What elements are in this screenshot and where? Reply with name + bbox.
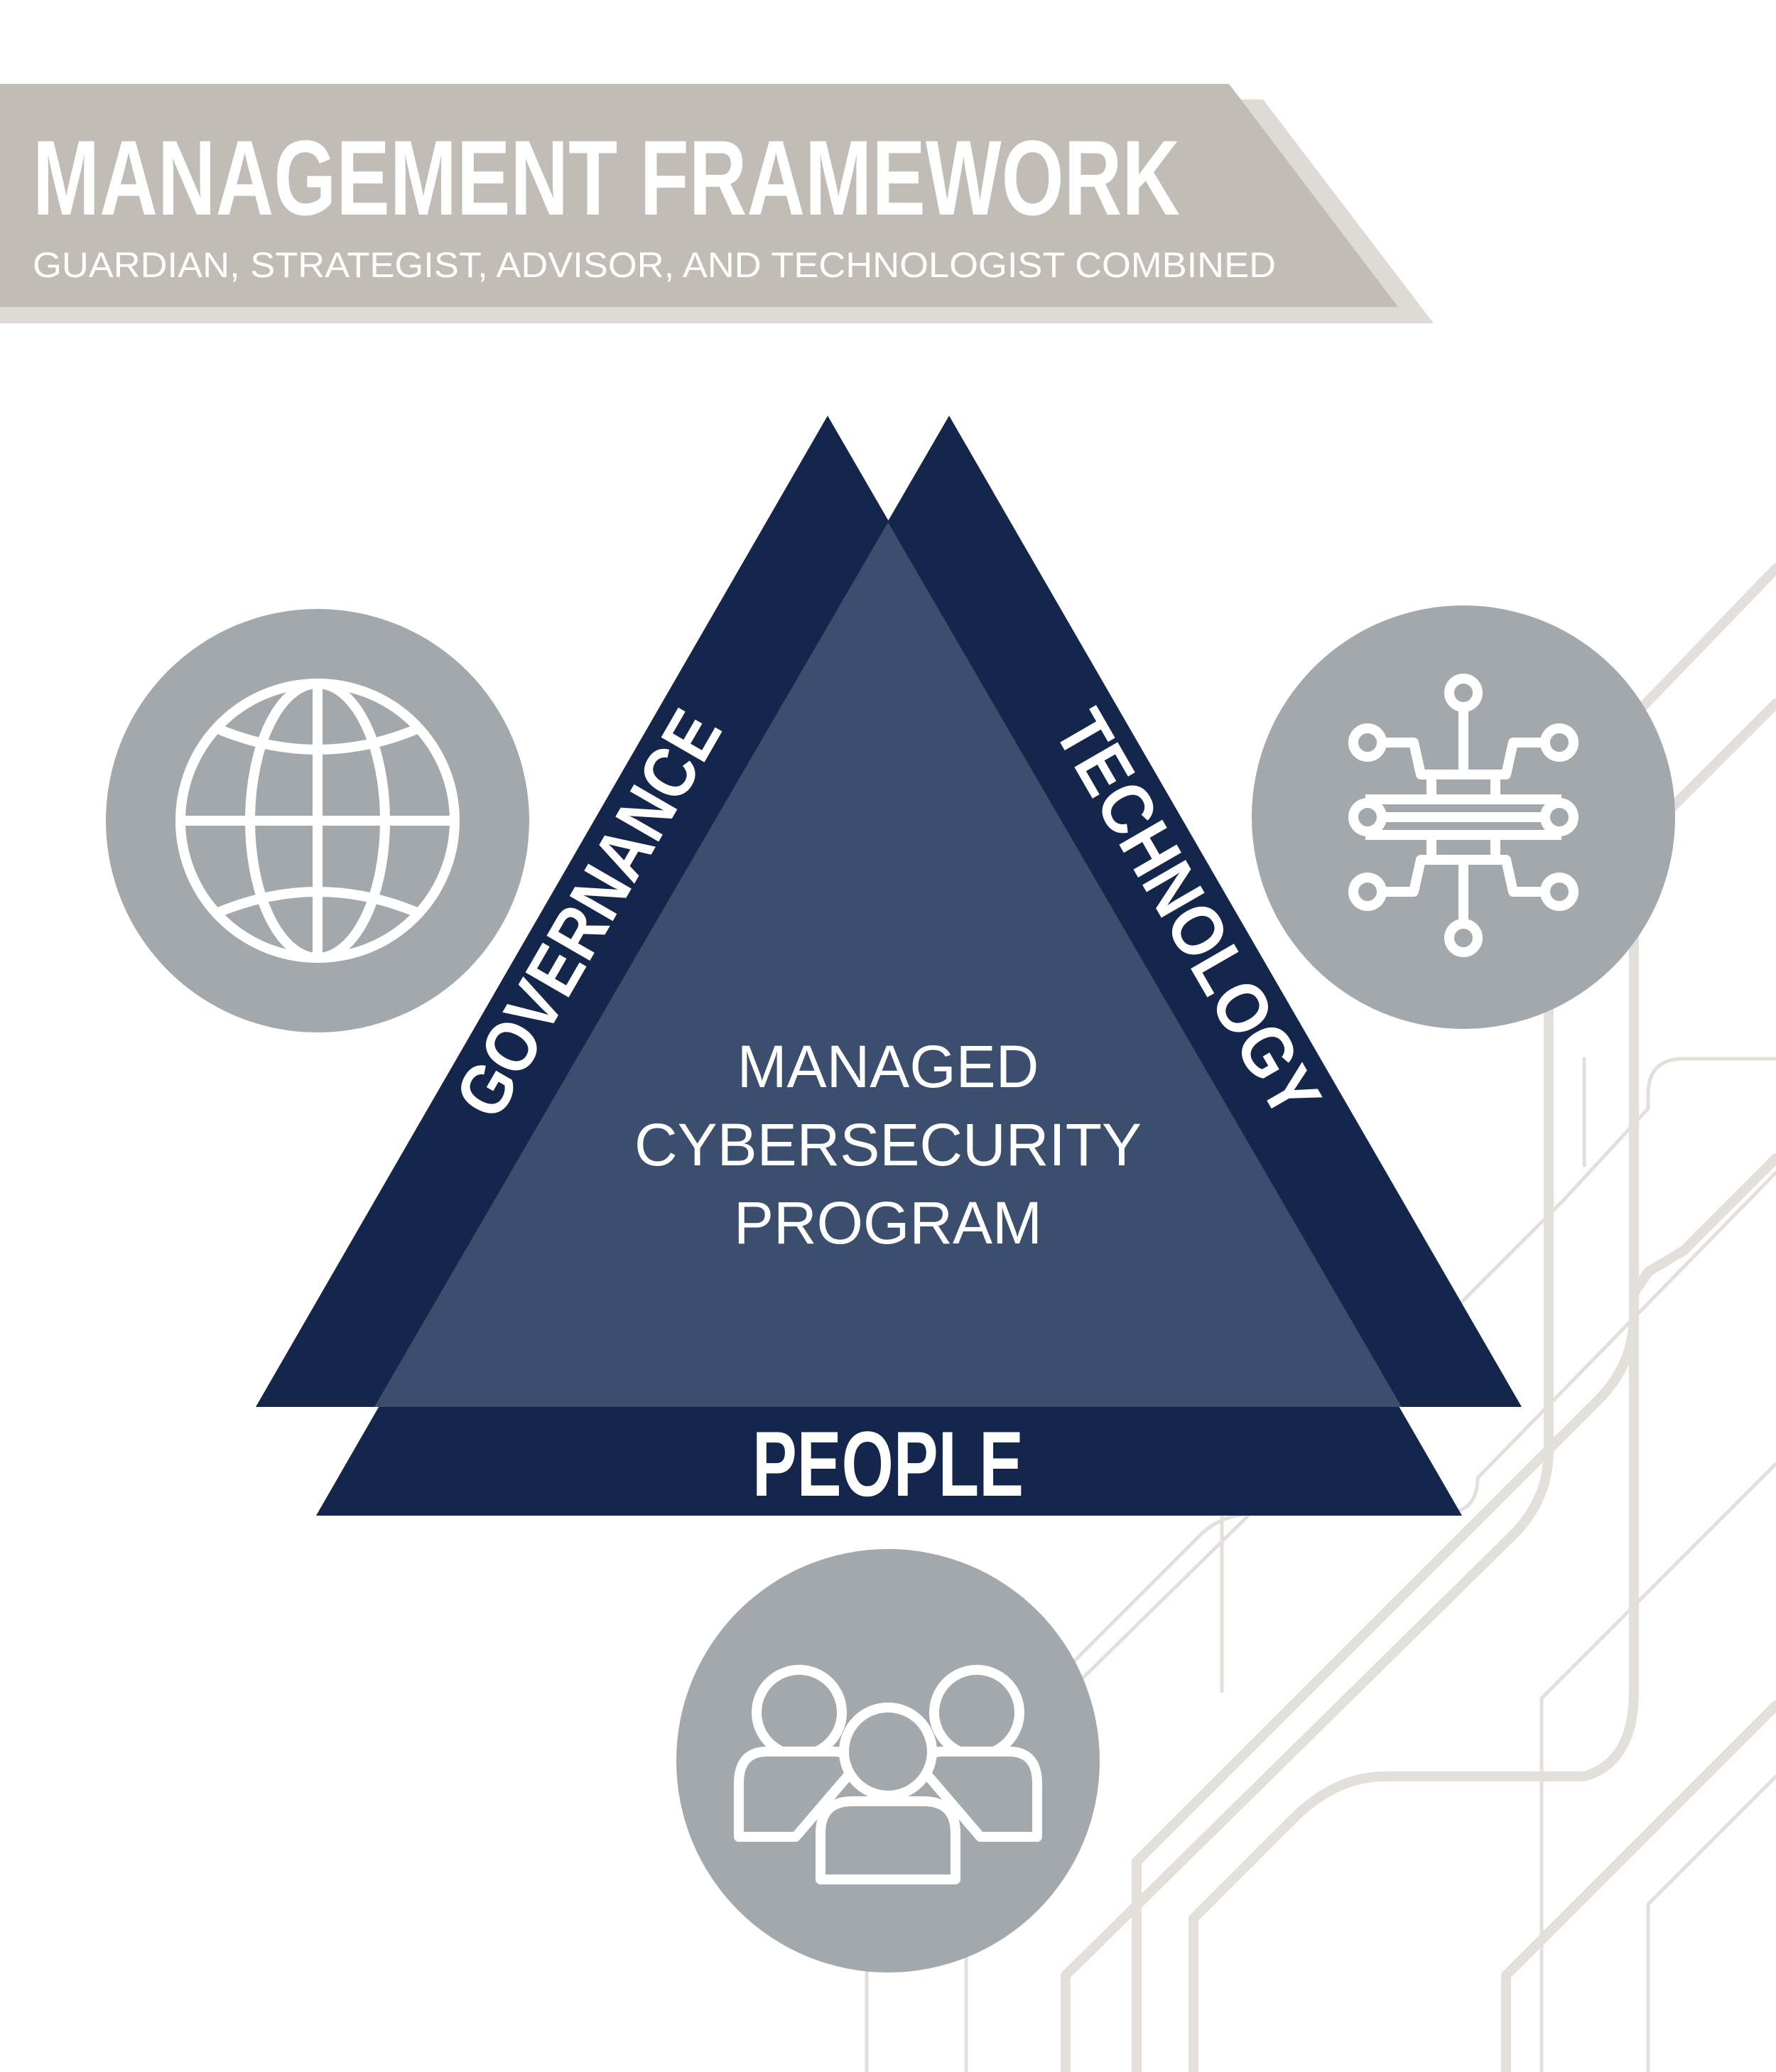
framework-triangles [256, 416, 1522, 1516]
center-program-label: MANAGED CYBERSECURITY PROGRAM [634, 1033, 1142, 1256]
banner-body [0, 84, 1398, 307]
center-line-2: CYBERSECURITY [634, 1111, 1142, 1178]
center-line-1: MANAGED [737, 1033, 1039, 1100]
page-title: MANAGEMENT FRAMEWORK [33, 118, 1180, 237]
core-overlap-triangle [374, 522, 1402, 1407]
circuit-icon [1348, 674, 1579, 957]
globe-icon [175, 679, 460, 963]
people-group-icon [734, 1665, 1042, 1884]
people-icon-circle [676, 1549, 1100, 1973]
header-banner: MANAGEMENT FRAMEWORK GUARDIAN, STRATEGIS… [0, 84, 1434, 323]
governance-icon-circle [106, 609, 529, 1032]
center-line-3: PROGRAM [734, 1189, 1042, 1256]
technology-icon-circle [1252, 605, 1675, 1029]
page-subtitle: GUARDIAN, STRATEGIST, ADVISOR, AND TECHN… [33, 245, 1276, 285]
people-label: PEOPLE [752, 1412, 1024, 1516]
